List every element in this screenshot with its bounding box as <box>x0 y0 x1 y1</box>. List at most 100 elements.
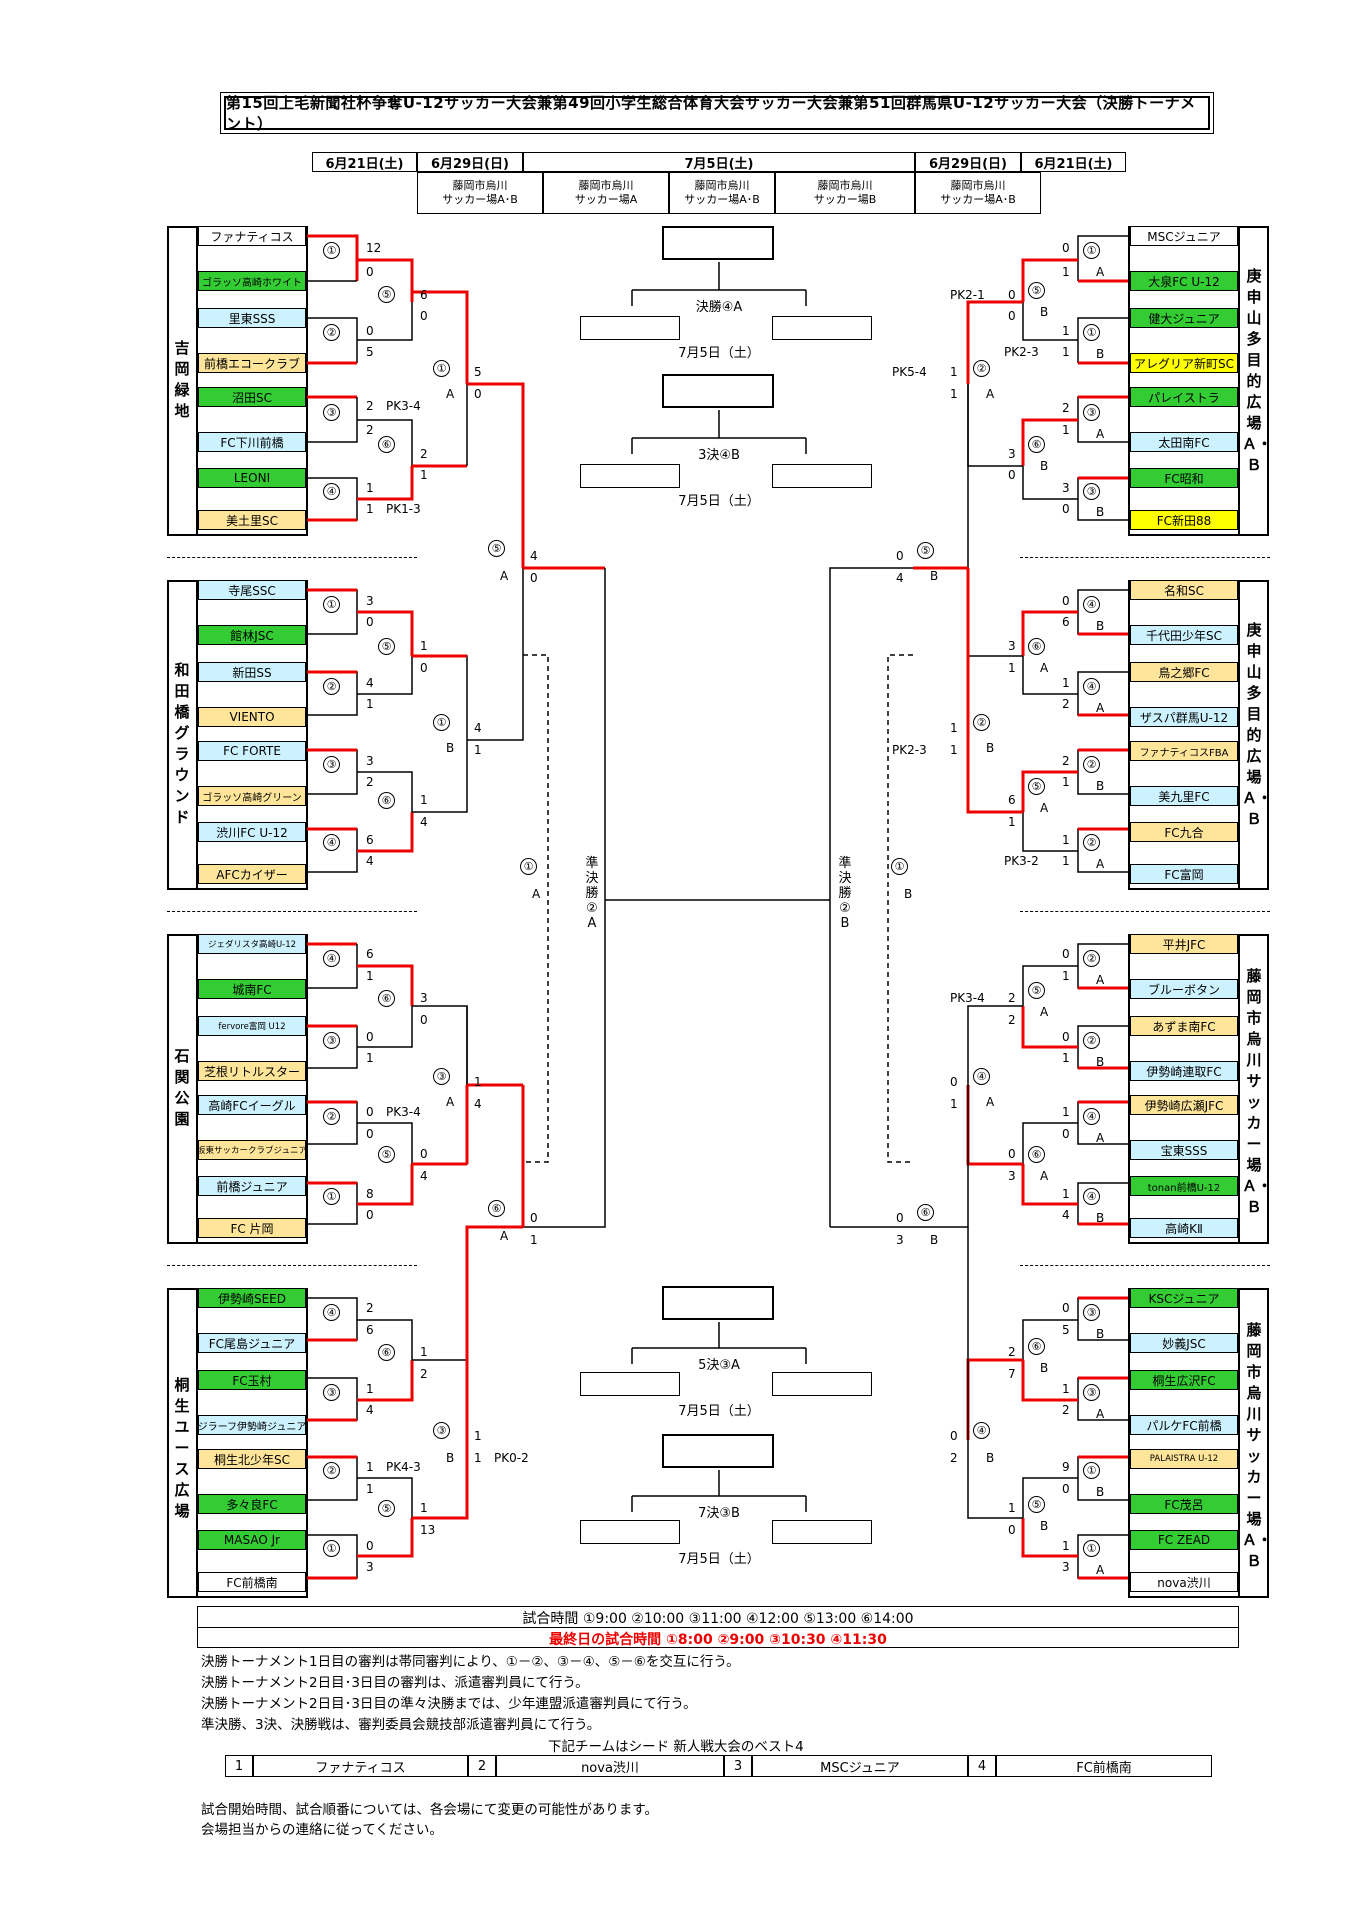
team-box: FC尾島ジュニア <box>198 1333 306 1353</box>
team-box: FC茂呂 <box>1130 1494 1238 1514</box>
score-label: A <box>1040 1005 1049 1019</box>
score-label: A <box>1096 1407 1105 1421</box>
score-label: 0 <box>950 1429 958 1443</box>
note-1: 決勝トーナメント1日目の審判は帯同審判により、①－②、③－④、⑤－⑥を交互に行う… <box>201 1654 740 1670</box>
score-label: 1 <box>1008 815 1016 829</box>
score-label: B <box>1040 1519 1049 1533</box>
score-label: 1 <box>950 365 958 379</box>
team-box: FC新田88 <box>1130 510 1238 530</box>
score-label: 1 <box>1062 1105 1070 1119</box>
score-label: 2 <box>366 775 374 789</box>
score-label: 0 <box>366 615 374 629</box>
score-label: 0 <box>420 1013 428 1027</box>
score-label: 2 <box>1062 697 1070 711</box>
score-label: 1 <box>474 1451 482 1465</box>
score-label: 13 <box>420 1523 436 1537</box>
match-number: ② <box>323 1462 340 1479</box>
score-label: A <box>1096 1131 1105 1145</box>
score-label: 0 <box>1062 1030 1070 1044</box>
team-box: PALAISTRA U-12 <box>1130 1449 1238 1469</box>
score-label: 0 <box>1062 1482 1070 1496</box>
score-label: 2 <box>1008 991 1016 1005</box>
score-label: B <box>1096 1327 1105 1341</box>
team-box: 千代田少年SC <box>1130 625 1238 645</box>
score-label: 2 <box>420 447 428 461</box>
third-team-slot-left <box>580 464 680 488</box>
score-label: 0 <box>366 265 374 279</box>
score-label: 0 <box>950 1075 958 1089</box>
score-label: 1 <box>530 1233 538 1247</box>
match-number: ③ <box>323 404 340 421</box>
venue-col-4: 藤岡市烏川 サッカー場B <box>775 172 915 214</box>
match-number: ① <box>433 360 450 377</box>
score-label: 1 <box>1062 833 1070 847</box>
score-label: B <box>446 1451 455 1465</box>
date-col-3: 7月5日(土) <box>523 152 915 172</box>
score-label: 6 <box>366 947 374 961</box>
score-label: 0 <box>366 1127 374 1141</box>
team-box: 大泉FC U-12 <box>1130 271 1238 291</box>
match-number: ③ <box>1083 1304 1100 1321</box>
score-label: A <box>446 1095 455 1109</box>
group-name-left-4: 桐生ユース広場 <box>174 1376 190 1520</box>
seed-rank-1: 1 <box>225 1755 253 1777</box>
score-label: A <box>1040 801 1049 815</box>
score-label: B <box>930 569 939 583</box>
team-box: 高崎FCイーグル <box>198 1095 306 1115</box>
score-label: 0 <box>366 1030 374 1044</box>
team-box: 寺尾SSC <box>198 580 306 600</box>
score-label: 0 <box>896 549 904 563</box>
match-number: ⑤ <box>1028 982 1045 999</box>
final-day-times: 最終日の試合時間 ①8:00 ②9:00 ③10:30 ④11:30 <box>549 1632 887 1648</box>
score-label: A <box>446 387 455 401</box>
third-winner-box <box>662 374 774 408</box>
team-box: fervore富岡 U12 <box>198 1016 306 1036</box>
match-number: ④ <box>1083 1188 1100 1205</box>
match-number: ① <box>323 596 340 613</box>
match-number: ④ <box>323 483 340 500</box>
score-label: 3 <box>366 1560 374 1574</box>
fifth-date: 7月5日（土） <box>678 1404 760 1419</box>
match-number: ⑥ <box>1028 436 1045 453</box>
team-box: 健大ジュニア <box>1130 308 1238 328</box>
match-number: ⑤ <box>917 542 934 559</box>
match-number: ① <box>520 858 537 875</box>
team-box: ファナティコスFBA <box>1130 741 1238 761</box>
score-label: 0 <box>1062 1301 1070 1315</box>
score-label: 0 <box>896 1211 904 1225</box>
score-label: PK2-3 <box>1004 345 1039 359</box>
score-label: 1 <box>420 1345 428 1359</box>
team-box: ザスパ群馬U-12 <box>1130 707 1238 727</box>
score-label: A <box>1096 701 1105 715</box>
score-label: A <box>500 1229 509 1243</box>
score-label: 1 <box>1062 1051 1070 1065</box>
score-label: 2 <box>950 1451 958 1465</box>
third-team-slot-right <box>772 464 872 488</box>
score-label: B <box>1096 505 1105 519</box>
score-label: B <box>1096 1211 1105 1225</box>
team-box: FC前橋南 <box>198 1572 306 1592</box>
match-number: ① <box>323 242 340 259</box>
score-label: 1 <box>1062 1382 1070 1396</box>
team-box: MSCジュニア <box>1130 226 1238 246</box>
score-label: 0 <box>1008 1147 1016 1161</box>
score-label: 1 <box>1062 854 1070 868</box>
score-label: 1 <box>1008 661 1016 675</box>
team-box: FC富岡 <box>1130 864 1238 884</box>
team-box: 太田南FC <box>1130 432 1238 452</box>
match-number: ③ <box>323 756 340 773</box>
match-number: ⑥ <box>378 436 395 453</box>
final-team-slot-right <box>772 316 872 340</box>
score-label: 1 <box>474 743 482 757</box>
group-name-right-2: 庚申山多目的広場Ａ・Ｂ <box>1242 621 1273 828</box>
final-team-slot-left <box>580 316 680 340</box>
team-box: FC九合 <box>1130 822 1238 842</box>
score-label: 3 <box>420 991 428 1005</box>
match-number: ④ <box>973 1422 990 1439</box>
score-label: A <box>1096 973 1105 987</box>
score-label: 2 <box>366 1301 374 1315</box>
seventh-date: 7月5日（土） <box>678 1552 760 1567</box>
score-label: 4 <box>420 815 428 829</box>
seed-rank-2: 2 <box>468 1755 496 1777</box>
score-label: A <box>1096 427 1105 441</box>
